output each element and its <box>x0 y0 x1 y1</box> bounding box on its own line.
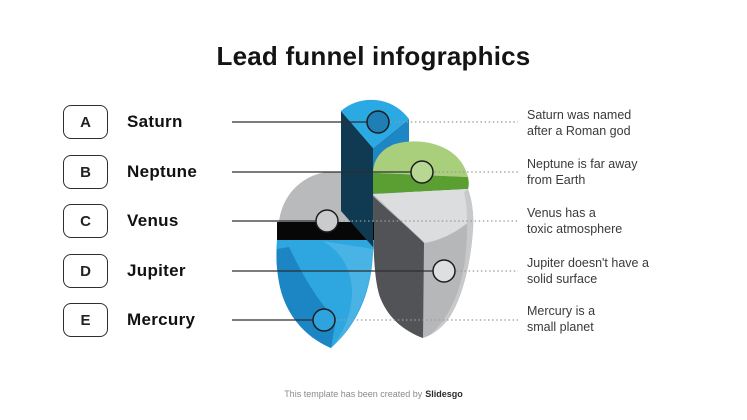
desc-line-1: Mercury is a <box>527 304 596 318</box>
item-name-saturn: Saturn <box>127 112 183 131</box>
item-letter: D <box>80 262 91 280</box>
desc-line-1: Jupiter doesn't have a <box>527 256 649 270</box>
item-letter: A <box>80 113 91 131</box>
marker-circle-saturn <box>366 110 390 134</box>
item-desc-venus: Venus has a toxic atmosphere <box>527 205 622 237</box>
footer-credit-text: This template has been created by <box>284 389 423 399</box>
item-letter-badge-d: D <box>63 254 108 288</box>
desc-line-1: Venus has a <box>527 206 596 220</box>
item-name-mercury: Mercury <box>127 310 196 329</box>
page-title: Lead funnel infographics <box>216 41 531 71</box>
item-name-jupiter: Jupiter <box>127 261 186 280</box>
item-desc-neptune: Neptune is far away from Earth <box>527 156 637 188</box>
marker-circles <box>312 110 456 332</box>
desc-line-2: after a Roman god <box>527 124 631 138</box>
marker-circle-jupiter <box>432 259 456 283</box>
item-name-neptune: Neptune <box>127 162 198 181</box>
item-letter: B <box>80 163 91 181</box>
desc-line-1: Saturn was named <box>527 108 632 122</box>
gray-front-face <box>373 196 424 338</box>
segment-right-cylinder <box>373 189 474 338</box>
item-letter: E <box>80 311 91 329</box>
footer-brand: Slidesgo <box>425 389 463 399</box>
desc-line-1: Neptune is far away <box>527 157 638 171</box>
item-letter-badge-e: E <box>63 303 108 337</box>
green-top-surface <box>373 141 468 177</box>
gray-top-surface <box>373 189 473 243</box>
blue-side-light <box>322 241 373 348</box>
gray-edge-highlight <box>430 189 474 335</box>
item-letter-badge-b: B <box>63 155 108 189</box>
connector-lines <box>232 121 444 321</box>
wedge-front-face <box>341 111 373 247</box>
marker-circle-venus <box>315 209 339 233</box>
desc-line-2: from Earth <box>527 173 586 187</box>
item-desc-saturn: Saturn was named after a Roman god <box>527 107 631 139</box>
item-desc-mercury: Mercury is a small planet <box>527 303 595 335</box>
marker-circle-mercury <box>312 308 336 332</box>
item-desc-jupiter: Jupiter doesn't have a solid surface <box>527 255 649 287</box>
item-letter-badge-a: A <box>63 105 108 139</box>
item-letter: C <box>80 212 91 230</box>
item-name-venus: Venus <box>127 211 179 230</box>
connector-dotted-lines <box>324 121 518 321</box>
item-letter-badge-c: C <box>63 204 108 238</box>
desc-line-2: toxic atmosphere <box>527 222 623 236</box>
marker-circle-neptune <box>410 160 434 184</box>
desc-line-2: small planet <box>527 320 594 334</box>
desc-line-2: solid surface <box>527 272 598 286</box>
